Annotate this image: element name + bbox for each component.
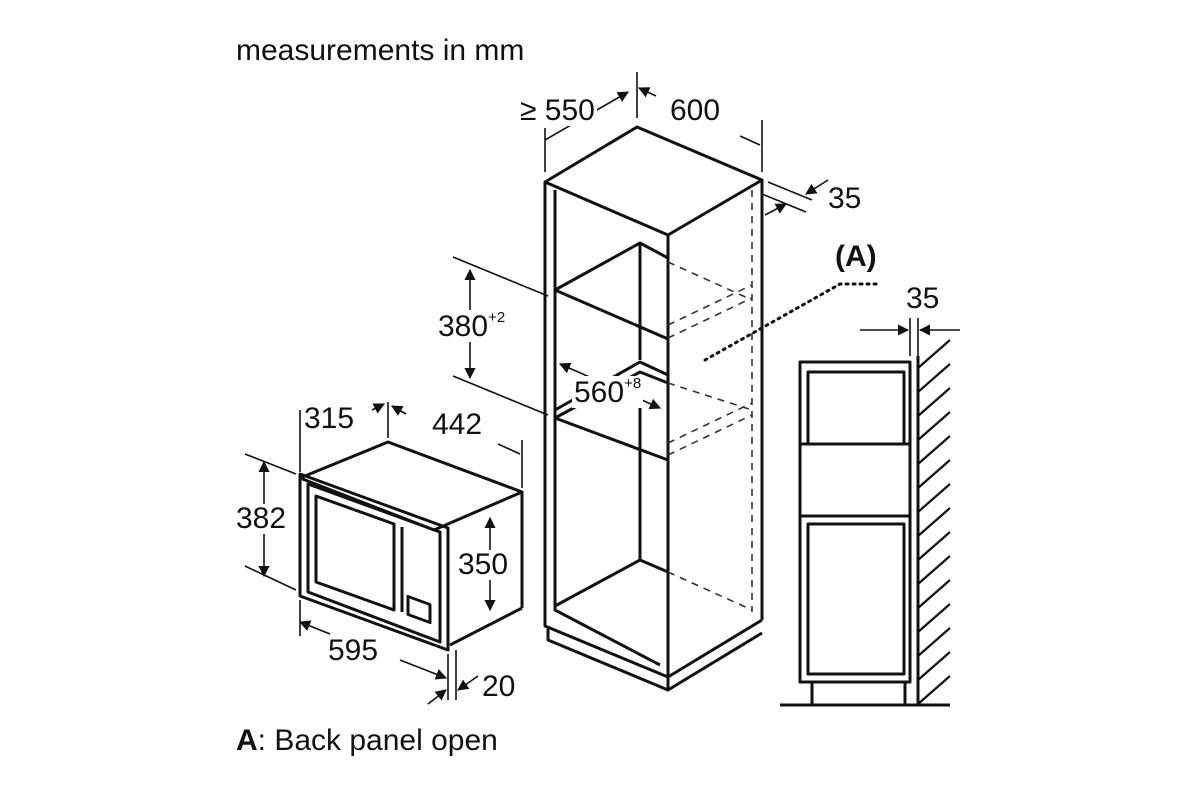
hidden-line-6 <box>667 402 753 444</box>
microwave-frame <box>298 472 450 652</box>
cabinet-front-left <box>543 182 669 679</box>
microwave-depth-label: 315 <box>302 402 357 435</box>
back-panel-marker: (A) <box>833 240 879 273</box>
niche-height-label: 380+2 <box>436 309 508 343</box>
back-panel-leader <box>703 282 882 362</box>
width-dim-arrow <box>637 87 657 98</box>
cabinet-width-label: 600 <box>668 94 723 127</box>
hidden-line-3 <box>667 284 753 326</box>
niche-height-value: 380 <box>438 310 489 343</box>
frame-depth-arrow <box>457 675 479 691</box>
side-section-view <box>780 318 960 707</box>
cabinet-depth-label: ≥ 550 <box>518 94 597 127</box>
ext-line <box>244 565 297 591</box>
width-arrow <box>391 405 407 416</box>
width-dim-line <box>739 135 761 146</box>
hidden-line-4 <box>667 382 753 411</box>
microwave-frame-inner <box>306 482 442 644</box>
hidden-line-2 <box>667 297 753 339</box>
ext-line <box>452 256 549 297</box>
niche-width-label: 560+8 <box>572 375 644 409</box>
ext-line <box>452 375 549 416</box>
frame-width-dim <box>298 620 331 635</box>
side-gap-arrow <box>805 179 829 195</box>
cabinet-bottom-right <box>667 618 763 679</box>
microwave-frame-width-label: 595 <box>326 634 381 667</box>
footnote-key: A <box>236 724 258 757</box>
microwave <box>244 402 524 705</box>
bottom-shelf <box>554 558 669 608</box>
niche-width-value: 560 <box>574 376 625 409</box>
footnote-text: : Back panel open <box>257 724 498 757</box>
niche-width-tolerance: +8 <box>624 375 642 392</box>
frame-width-dim <box>399 659 448 680</box>
microwave-frame-height-label: 382 <box>234 502 289 535</box>
frame-depth-arrow <box>427 689 447 705</box>
tall-cabinet <box>452 72 882 692</box>
cabinet-plinth <box>546 626 763 692</box>
microwave-frame-depth-label: 20 <box>480 670 518 703</box>
ext-line <box>244 453 297 475</box>
ext-line <box>767 181 813 201</box>
cabinet-inner-left <box>553 190 661 667</box>
hidden-line-1 <box>667 261 753 301</box>
side-gap-label: 35 <box>904 282 942 315</box>
microwave-width-label: 442 <box>430 408 485 441</box>
side-niche-upper <box>806 370 906 446</box>
cabinet-top <box>543 125 764 237</box>
depth-arrow <box>371 403 386 414</box>
side-cabinet-outline <box>798 360 912 684</box>
microwave-window <box>314 494 396 612</box>
width-dim-line <box>497 443 521 455</box>
upper-shelf <box>553 241 670 341</box>
side-gap-arrow <box>764 203 787 216</box>
cabinet-side-gap-label: 35 <box>826 182 864 215</box>
diagram-title: measurements in mm <box>236 34 525 67</box>
niche-height-tolerance: +2 <box>488 309 506 326</box>
hidden-line-7 <box>667 571 753 611</box>
side-lower-compartment <box>806 522 906 676</box>
hidden-line-5 <box>667 414 753 456</box>
ext-line <box>761 193 807 213</box>
footnote: A: Back panel open <box>236 726 498 756</box>
display <box>406 594 432 625</box>
microwave-body-height-label: 350 <box>456 548 511 581</box>
wall-hatching <box>917 339 951 705</box>
microwave-body-bottom <box>449 606 523 647</box>
